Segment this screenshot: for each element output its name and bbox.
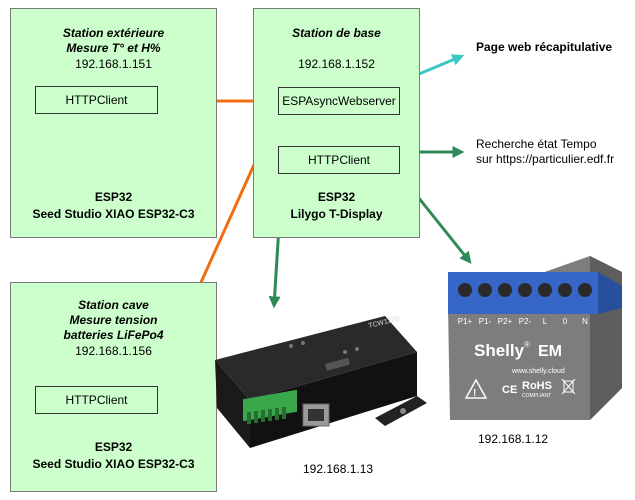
svg-text:!: ! <box>473 388 476 399</box>
shelly-terminal-0: P1+ <box>458 317 473 326</box>
cave-title-1: Station cave <box>78 298 149 312</box>
shelly-terminal-3: P2- <box>519 317 532 326</box>
cave-httpclient: HTTPClient <box>35 386 158 414</box>
weee-bin-icon <box>561 378 576 395</box>
base-chip: ESP32 <box>317 190 356 204</box>
shelly-terminal-5: 0 <box>563 317 568 326</box>
cave-title-3: batteries LiFePo4 <box>63 328 164 342</box>
shelly-em-device: P1+ P1- P2+ P2- L 0 N Shelly ® EM www.sh… <box>448 256 622 420</box>
ext-ip: 192.168.1.151 <box>75 57 152 71</box>
cave-title-2: Mesure tension <box>69 313 158 327</box>
shelly-site: www.shelly.cloud <box>511 368 565 375</box>
tempo-line-2: sur https://particulier.edf.fr <box>476 152 615 166</box>
shelly-screws <box>458 283 592 297</box>
shelly-rohs: RoHS <box>522 380 552 392</box>
ext-title-1: Station extérieure <box>62 26 165 40</box>
shelly-terminal-2: P2+ <box>498 317 513 326</box>
base-espasyncwebserver: ESPAsyncWebserver <box>278 87 400 115</box>
tcw-ip: 192.168.1.13 <box>303 462 374 476</box>
ext-title-2: Mesure T° et H% <box>66 41 161 55</box>
base-board: Lilygo T-Display <box>290 207 383 221</box>
station-exterieure-box: Station extérieure Mesure T° et H% 192.1… <box>10 8 217 238</box>
shelly-model: EM <box>538 343 562 360</box>
ext-chip: ESP32 <box>94 190 133 204</box>
web-page-label: Page web récapitulative <box>476 40 613 54</box>
base-ip: 192.168.1.152 <box>298 57 375 71</box>
shelly-terminal-1: P1- <box>479 317 492 326</box>
shelly-registered-mark: ® <box>524 340 530 349</box>
tcw122b-device: TCW122B <box>215 315 427 448</box>
shelly-terminal-4: L <box>543 317 548 326</box>
base-httpclient: HTTPClient <box>278 146 400 174</box>
cave-ip: 192.168.1.156 <box>75 344 152 358</box>
station-base-box: Station de base 192.168.1.152 ESPAsyncWe… <box>253 8 420 238</box>
shelly-brand: Shelly <box>474 341 525 360</box>
ce-mark-icon: CE <box>502 384 517 396</box>
warning-icon: ! <box>464 378 488 399</box>
cave-chip: ESP32 <box>94 440 133 454</box>
station-cave-box: Station cave Mesure tension batteries Li… <box>10 282 217 492</box>
tempo-line-1: Recherche état Tempo <box>476 137 597 151</box>
cave-board: Seed Studio XIAO ESP32-C3 <box>32 457 195 471</box>
shelly-ip: 192.168.1.12 <box>478 432 549 446</box>
shelly-terminal-6: N <box>582 317 588 326</box>
ext-board: Seed Studio XIAO ESP32-C3 <box>32 207 195 221</box>
base-title: Station de base <box>292 26 381 40</box>
shelly-compliant: COMPLIANT <box>522 393 551 399</box>
ext-httpclient: HTTPClient <box>35 86 158 114</box>
